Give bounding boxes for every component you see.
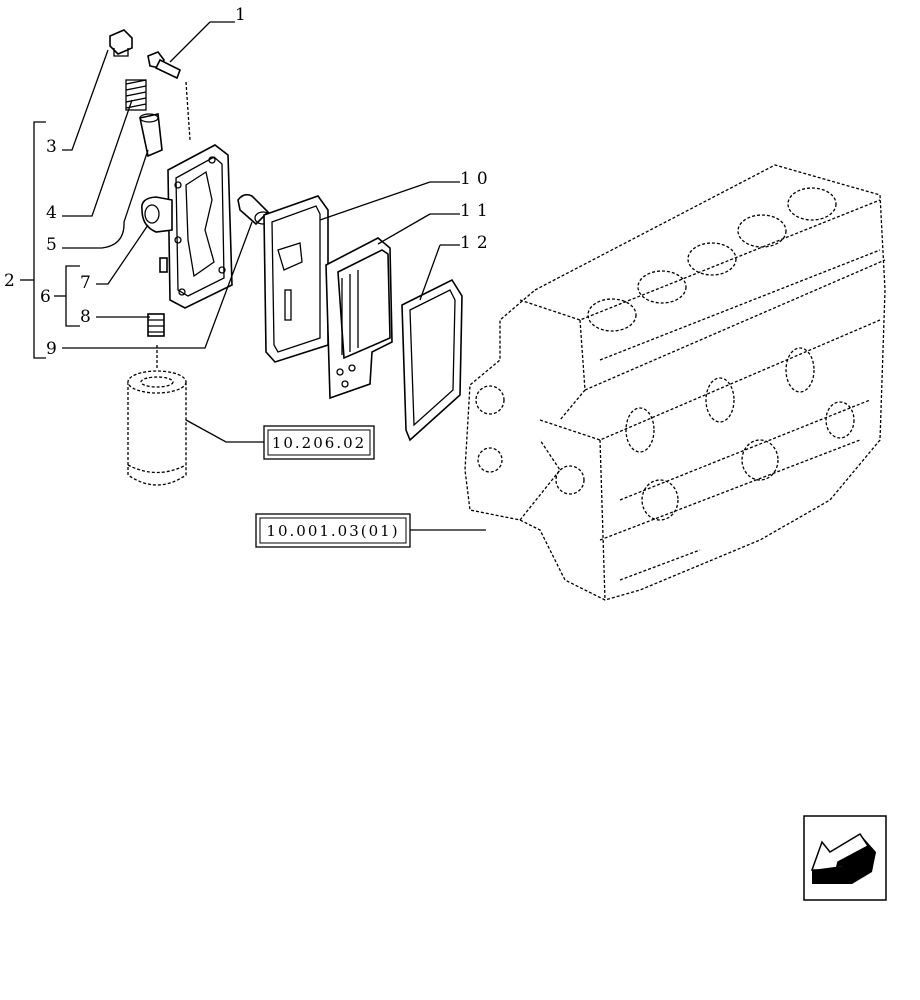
leader-lines (20, 21, 486, 531)
callout-12: 12 (460, 233, 494, 253)
plug (109, 29, 133, 57)
ref-engine-block[interactable]: 10.001.03(01) (255, 513, 411, 548)
oil-filter-support (140, 144, 233, 309)
ref-oil-filter-label: 10.206.02 (272, 434, 366, 452)
callout-9: 9 (46, 339, 57, 359)
callout-3: 3 (46, 137, 57, 157)
callout-2: 2 (4, 271, 15, 291)
oil-cooler (325, 237, 393, 400)
bolt (147, 51, 191, 141)
ref-engine-block-label: 10.001.03(01) (266, 522, 399, 540)
back-arrow-button[interactable] (803, 815, 887, 901)
back-arrow-icon (810, 832, 876, 884)
callout-4: 4 (46, 203, 57, 223)
ref-oil-filter[interactable]: 10.206.02 (263, 425, 375, 460)
engine-block (464, 164, 886, 601)
gasket-12 (401, 278, 463, 442)
spring (125, 79, 147, 111)
callouts: 1 2 3 4 5 6 7 8 9 10 11 12 (4, 5, 494, 359)
callout-5: 5 (46, 235, 57, 255)
callout-1: 1 (235, 5, 246, 25)
gasket-10 (263, 195, 329, 363)
callout-10: 10 (460, 169, 494, 189)
callout-6: 6 (40, 287, 51, 307)
callout-8: 8 (80, 307, 91, 327)
callout-11: 11 (460, 201, 494, 221)
nipple (147, 313, 165, 337)
valve-sleeve (139, 113, 163, 158)
callout-7: 7 (80, 273, 91, 293)
oil-filter (127, 345, 187, 486)
